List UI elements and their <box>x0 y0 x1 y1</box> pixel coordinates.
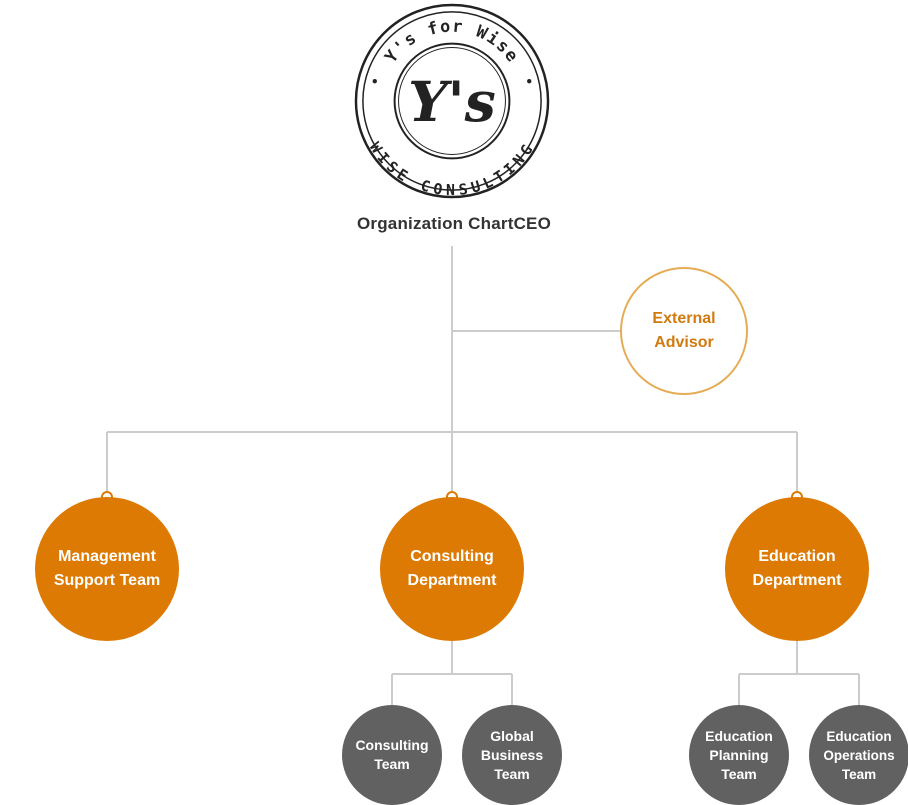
svg-text:Y's: Y's <box>408 70 496 135</box>
team-label: Global Business Team <box>480 727 544 782</box>
team-label: Education Planning Team <box>705 727 773 782</box>
team-label: Education Operations Team <box>823 728 895 782</box>
education-planning-team-node: Education Planning Team <box>689 705 789 805</box>
department-label: Management Support Team <box>53 548 161 589</box>
department-label: Education Department <box>752 548 842 589</box>
external-advisor-node: External Advisor <box>620 267 748 395</box>
company-logo: Y's for Wise WISE CONSULTING Y's <box>354 3 550 199</box>
management-support-team-node: Management Support Team <box>35 497 179 641</box>
education-department-node: Education Department <box>725 497 869 641</box>
education-operations-team-node: Education Operations Team <box>809 705 908 805</box>
global-business-team-node: Global Business Team <box>462 705 562 805</box>
consulting-department-node: Consulting Department <box>380 497 524 641</box>
department-label: Consulting Department <box>407 548 497 589</box>
page-title: Organization ChartCEO <box>356 214 552 233</box>
team-label: Consulting Team <box>355 737 429 772</box>
consulting-team-node: Consulting Team <box>342 705 442 805</box>
external-advisor-label: External Advisor <box>652 310 716 351</box>
